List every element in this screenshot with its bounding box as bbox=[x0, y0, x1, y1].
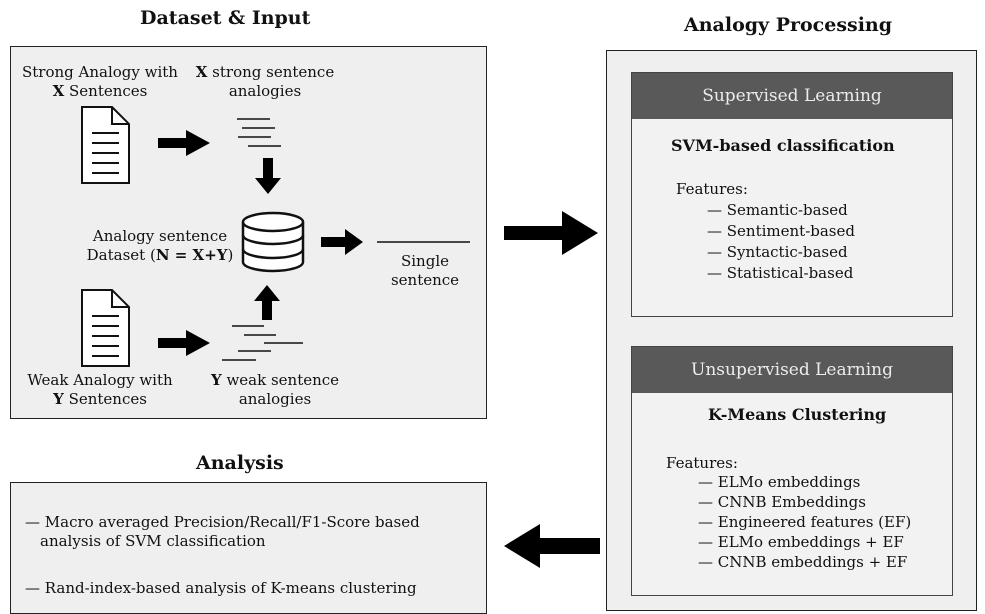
analysis-item: — Macro averaged Precision/Recall/F1-Sco… bbox=[25, 513, 420, 551]
weak-output-label: Y weak sentence analogies bbox=[210, 371, 340, 408]
unsupervised-header: Unsupervised Learning bbox=[632, 347, 952, 393]
unsupervised-panel: Unsupervised Learning K-Means Clustering… bbox=[631, 346, 953, 596]
weak-doc-label: Weak Analogy with Y Sentences bbox=[27, 371, 173, 408]
supervised-feature: — Statistical-based bbox=[707, 264, 854, 282]
dataset-title: Dataset & Input bbox=[140, 7, 311, 29]
database-label: Analogy sentence Dataset (N = X+Y) bbox=[86, 227, 234, 264]
supervised-method: SVM-based classification bbox=[671, 136, 895, 155]
single-sentence-label: Single sentence bbox=[390, 252, 460, 289]
strong-document-icon bbox=[81, 106, 130, 184]
weak-sentence-lines bbox=[222, 325, 303, 361]
processing-title: Analogy Processing bbox=[684, 14, 893, 36]
analysis-item-line: — Rand-index-based analysis of K-means c… bbox=[25, 579, 417, 597]
strong-doc-label: Strong Analogy with X Sentences bbox=[22, 63, 178, 100]
supervised-features-title: Features: bbox=[676, 180, 748, 198]
unsupervised-feature: — Engineered features (EF) bbox=[698, 513, 912, 531]
supervised-feature: — Sentiment-based bbox=[707, 222, 855, 240]
supervised-feature: — Syntactic-based bbox=[707, 243, 848, 261]
unsupervised-feature: — ELMo embeddings + EF bbox=[698, 533, 904, 551]
analysis-item-line: analysis of SVM classification bbox=[40, 532, 266, 550]
unsupervised-features-title: Features: bbox=[666, 454, 738, 472]
unsupervised-feature: — ELMo embeddings bbox=[698, 473, 861, 491]
analysis-item-line: — Macro averaged Precision/Recall/F1-Sco… bbox=[25, 513, 420, 531]
unsupervised-method: K-Means Clustering bbox=[708, 405, 887, 424]
weak-document-icon bbox=[81, 289, 130, 367]
unsupervised-feature: — CNNB Embeddings bbox=[698, 493, 866, 511]
supervised-header: Supervised Learning bbox=[632, 73, 952, 119]
database-icon bbox=[241, 211, 305, 273]
supervised-feature: — Semantic-based bbox=[707, 201, 848, 219]
arrow-icon bbox=[158, 130, 600, 568]
analysis-item: — Rand-index-based analysis of K-means c… bbox=[25, 579, 417, 598]
strong-output-label: X strong sentence analogies bbox=[195, 63, 335, 100]
strong-sentence-lines bbox=[237, 118, 281, 147]
unsupervised-feature: — CNNB embeddings + EF bbox=[698, 553, 908, 571]
analysis-title: Analysis bbox=[196, 452, 284, 474]
supervised-panel: Supervised Learning SVM-based classifica… bbox=[631, 72, 953, 317]
